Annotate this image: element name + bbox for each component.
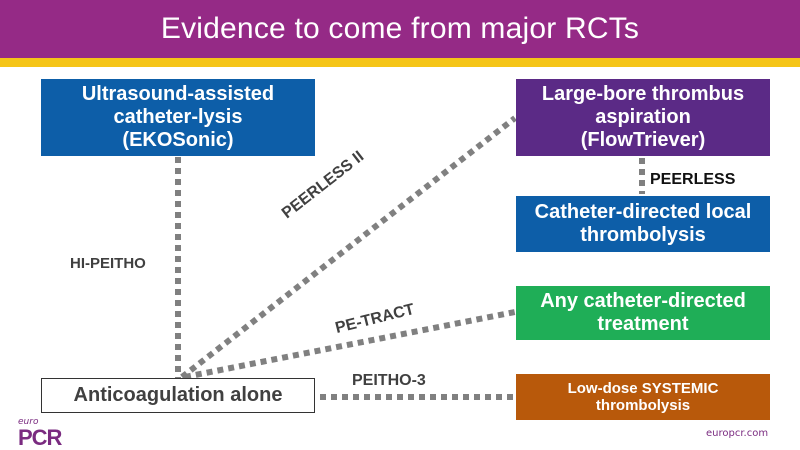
node-ultrasound-catheter-lysis: Ultrasound-assisted catheter-lysis (EKOS… [41, 79, 315, 156]
trial-label-peitho-3: PEITHO-3 [352, 372, 426, 389]
europcr-logo: euro PCR [18, 417, 62, 450]
logo-pcr-text: PCR [18, 425, 62, 450]
node-low-dose-systemic: Low-dose SYSTEMIC thrombolysis [516, 374, 770, 420]
node-label: Large-bore thrombus aspiration (FlowTrie… [541, 83, 745, 151]
node-large-bore-aspiration: Large-bore thrombus aspiration (FlowTrie… [516, 79, 770, 156]
connector-pe-tract [184, 309, 516, 380]
title-bar: Evidence to come from major RCTs [0, 0, 800, 58]
node-label: Ultrasound-assisted catheter-lysis (EKOS… [81, 83, 275, 151]
trial-label-peerless: PEERLESS [650, 171, 736, 188]
trial-label-hi-peitho: HI-PEITHO [70, 255, 146, 272]
logo-euro-text: euro [18, 417, 39, 427]
node-catheter-directed-thrombolysis: Catheter-directed local thrombolysis [516, 196, 770, 252]
node-label: Low-dose SYSTEMIC thrombolysis [567, 379, 719, 414]
website-link: europcr.com [706, 428, 769, 439]
slide-title: Evidence to come from major RCTs [160, 12, 640, 45]
connector-peerless-ii [180, 115, 517, 380]
header-stripe [0, 58, 800, 67]
node-label: Catheter-directed local thrombolysis [534, 201, 752, 246]
node-label: Any catheter-directed treatment [540, 290, 746, 335]
node-anticoagulation-alone: Anticoagulation alone [41, 378, 315, 413]
node-any-catheter-treatment: Any catheter-directed treatment [516, 286, 770, 340]
node-label: Anticoagulation alone [73, 384, 283, 406]
